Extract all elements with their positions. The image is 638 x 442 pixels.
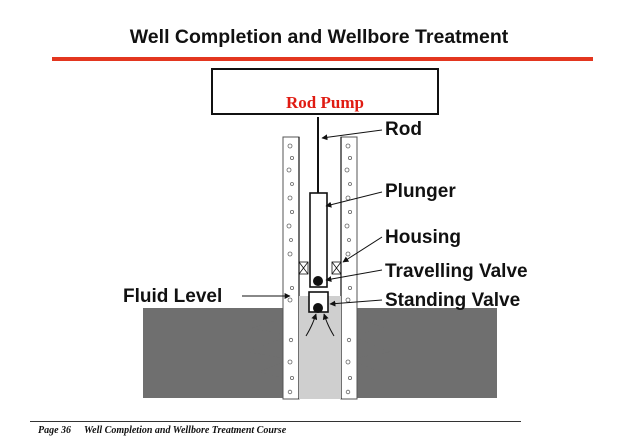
- plunger-leader: [325, 191, 383, 208]
- plunger-barrel: [309, 192, 328, 288]
- rod-pump-label: Rod Pump: [286, 93, 364, 112]
- footer-course-title: Well Completion and Wellbore Treatment C…: [84, 425, 287, 436]
- title-underline: [52, 57, 593, 61]
- anchor-marks: [298, 261, 342, 275]
- rod-pump-box: Rod Pump: [211, 68, 439, 115]
- fluid-level-label: Fluid Level: [123, 286, 223, 307]
- housing-leader: [342, 236, 383, 263]
- travelling-valve-leader: [325, 269, 383, 283]
- plunger-label: Plunger: [385, 181, 456, 202]
- travelling-valve-ball: [313, 276, 323, 286]
- standing-valve-ball: [313, 303, 323, 313]
- travelling-valve-label: Travelling Valve: [385, 261, 528, 282]
- footer-page-number: Page 36: [38, 425, 72, 436]
- footer-rule: [30, 421, 521, 422]
- slide-title: Well Completion and Wellbore Treatment: [129, 26, 509, 48]
- standing-valve-leader: [329, 299, 383, 307]
- rod-label: Rod: [385, 119, 422, 140]
- well-fluid: [299, 296, 341, 399]
- standing-valve-label: Standing Valve: [385, 290, 521, 311]
- inflow-arrows: [305, 313, 335, 337]
- housing-label: Housing: [385, 227, 461, 248]
- cement-sheath: [282, 136, 358, 400]
- rod-leader: [321, 129, 383, 141]
- formation: [143, 308, 497, 398]
